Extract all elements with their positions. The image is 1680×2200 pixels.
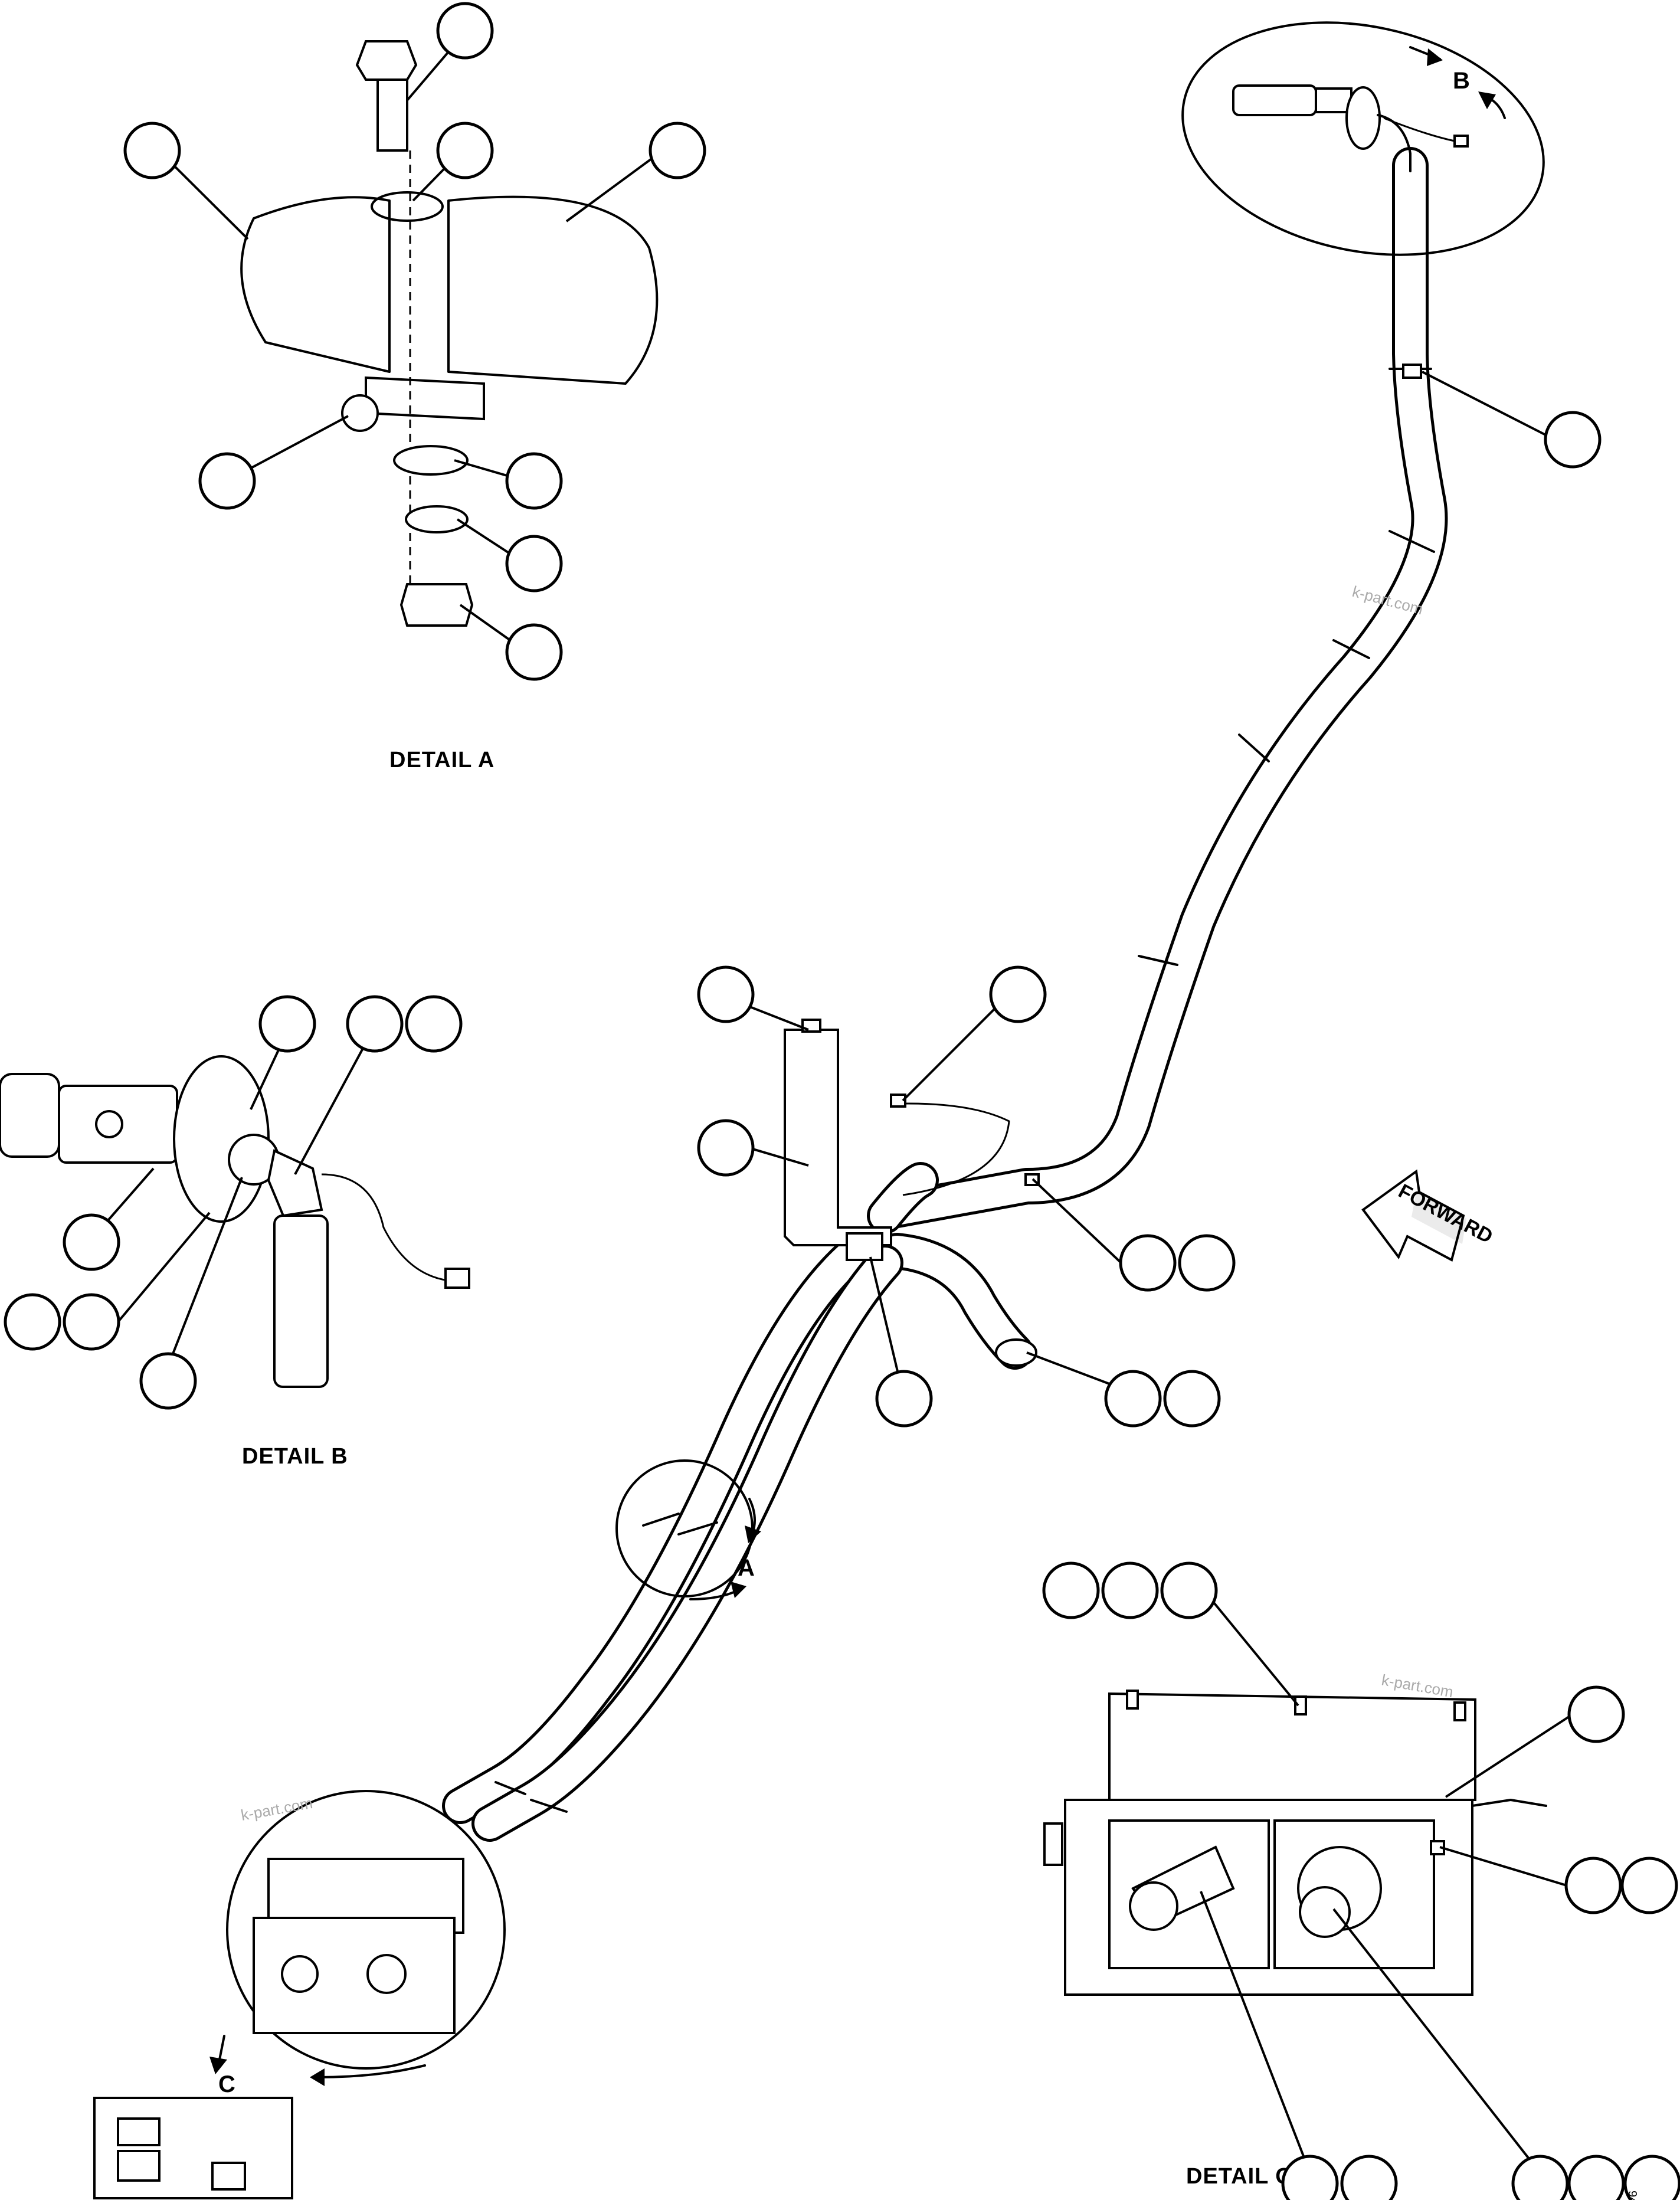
view-a-letter: A: [738, 1555, 755, 1581]
hose-end-fitting: [995, 1338, 1037, 1367]
lock-washer: [405, 505, 469, 533]
wire-connector: [890, 1094, 906, 1108]
callout-balloon: [1119, 1234, 1177, 1292]
detail-b-sender: DETAIL B: [0, 1055, 470, 1469]
callout-balloons: [4, 2, 1680, 2200]
callout-balloon: [649, 122, 706, 179]
callout-balloon: [1160, 1561, 1218, 1619]
sender-elbow: [267, 1149, 323, 1217]
sender-tube: [0, 1073, 60, 1158]
hose-clamp: [1402, 364, 1422, 379]
callout-balloon: [1340, 2155, 1398, 2200]
view-c-letter: C: [218, 2071, 235, 2097]
callout-balloon: [436, 2, 494, 60]
callout-balloon: [258, 995, 316, 1053]
callout-balloon: [1101, 1561, 1159, 1619]
callout-balloon: [505, 452, 563, 510]
callout-balloon: [1163, 1370, 1221, 1428]
detail-b-label: DETAIL B: [242, 1444, 348, 1469]
watermark: k-part.com: [240, 1794, 314, 1824]
bolt-shank: [376, 78, 408, 152]
figure-code: 94840: [1626, 2191, 1639, 2200]
sender-wire: [1383, 117, 1458, 143]
callout-balloon: [505, 623, 563, 681]
clamp-left-loop: [240, 196, 391, 373]
callout-balloon: [139, 1352, 197, 1410]
callout-balloon: [1567, 2155, 1625, 2200]
callout-balloon: [1178, 1234, 1236, 1292]
sensor-wire: [897, 1102, 1010, 1196]
hose-sleeve-bands: [1138, 368, 1435, 966]
callout-balloon: [505, 535, 563, 592]
detail-c-valve-box: DETAIL C: [1043, 1690, 1547, 2189]
callout-balloon: [697, 965, 755, 1023]
tank-sender-flange: [1345, 86, 1381, 150]
view-c-circle: [226, 1790, 506, 2070]
sender-port: [95, 1110, 123, 1138]
callout-balloon: [436, 122, 494, 179]
detail-b-view: B: [1181, 21, 1545, 256]
valve-left-small: [281, 1955, 319, 1993]
callout-balloon: [1511, 2155, 1569, 2200]
sender-detail-wire: [321, 1173, 449, 1282]
callout-balloon: [63, 1293, 120, 1351]
hose-assembly: [442, 147, 1448, 1842]
lower-washer: [393, 445, 469, 476]
bracket-tab: [801, 1019, 821, 1033]
callout-balloon: [1281, 2155, 1339, 2200]
callout-balloon: [405, 995, 463, 1053]
valve-box-connector: [1043, 1822, 1063, 1866]
panel-decal-2: [117, 2150, 161, 2182]
callout-balloon: [697, 1119, 755, 1177]
detail-a-clamp: DETAIL A: [240, 40, 659, 772]
callout-balloon: [123, 122, 181, 179]
valve-box-lid: [1108, 1692, 1476, 1801]
callout-balloon: [4, 1293, 61, 1351]
callout-balloon: [875, 1370, 933, 1428]
view-c-marker: C: [93, 1790, 506, 2199]
upper-washer: [371, 191, 444, 222]
hex-nut: [399, 583, 474, 627]
sender-connector: [1453, 135, 1469, 148]
callout-balloon: [1042, 1561, 1100, 1619]
tank-sender-neck: [1315, 87, 1352, 113]
callout-balloon: [346, 995, 404, 1053]
panel-decal-3: [211, 2162, 246, 2191]
sender-detail-connector: [444, 1268, 470, 1289]
clamp-right-loop: [447, 195, 659, 385]
left-valve-cap: [1129, 1881, 1178, 1931]
panel-decal-1: [117, 2117, 161, 2146]
mounting-bracket: [784, 1029, 892, 1246]
callout-balloon: [989, 965, 1047, 1023]
detail-b-ellipse: [1181, 21, 1545, 256]
detail-a-label: DETAIL A: [389, 748, 494, 772]
clamp-base: [365, 376, 485, 421]
callout-balloon: [1564, 1857, 1622, 1914]
callout-balloon: [1567, 1685, 1625, 1743]
right-valve-cap: [1299, 1886, 1351, 1938]
callout-balloon: [198, 452, 256, 510]
valve-right-small: [366, 1954, 407, 1994]
view-b-letter: B: [1453, 68, 1470, 94]
sender-hose: [273, 1214, 329, 1388]
valve-box-line: [1471, 1799, 1547, 1807]
bolt-head: [355, 40, 418, 81]
callout-balloon: [1104, 1370, 1162, 1428]
detail-c-label: DETAIL C: [1186, 2164, 1292, 2189]
hose-clamp-block: [846, 1232, 883, 1261]
callout-balloon: [1623, 2155, 1680, 2200]
callout-balloon: [1544, 411, 1602, 469]
tank-sender-body: [1232, 84, 1317, 116]
callout-balloon: [63, 1213, 120, 1271]
watermark: k-part.com: [1380, 1671, 1455, 1701]
clamp-hinge: [341, 394, 379, 432]
view-a-marker: A: [615, 1459, 761, 1600]
cover-panel: [93, 2097, 293, 2199]
callout-balloon: [1620, 1857, 1678, 1914]
forward-arrow: FORWARD: [1361, 1169, 1496, 1262]
